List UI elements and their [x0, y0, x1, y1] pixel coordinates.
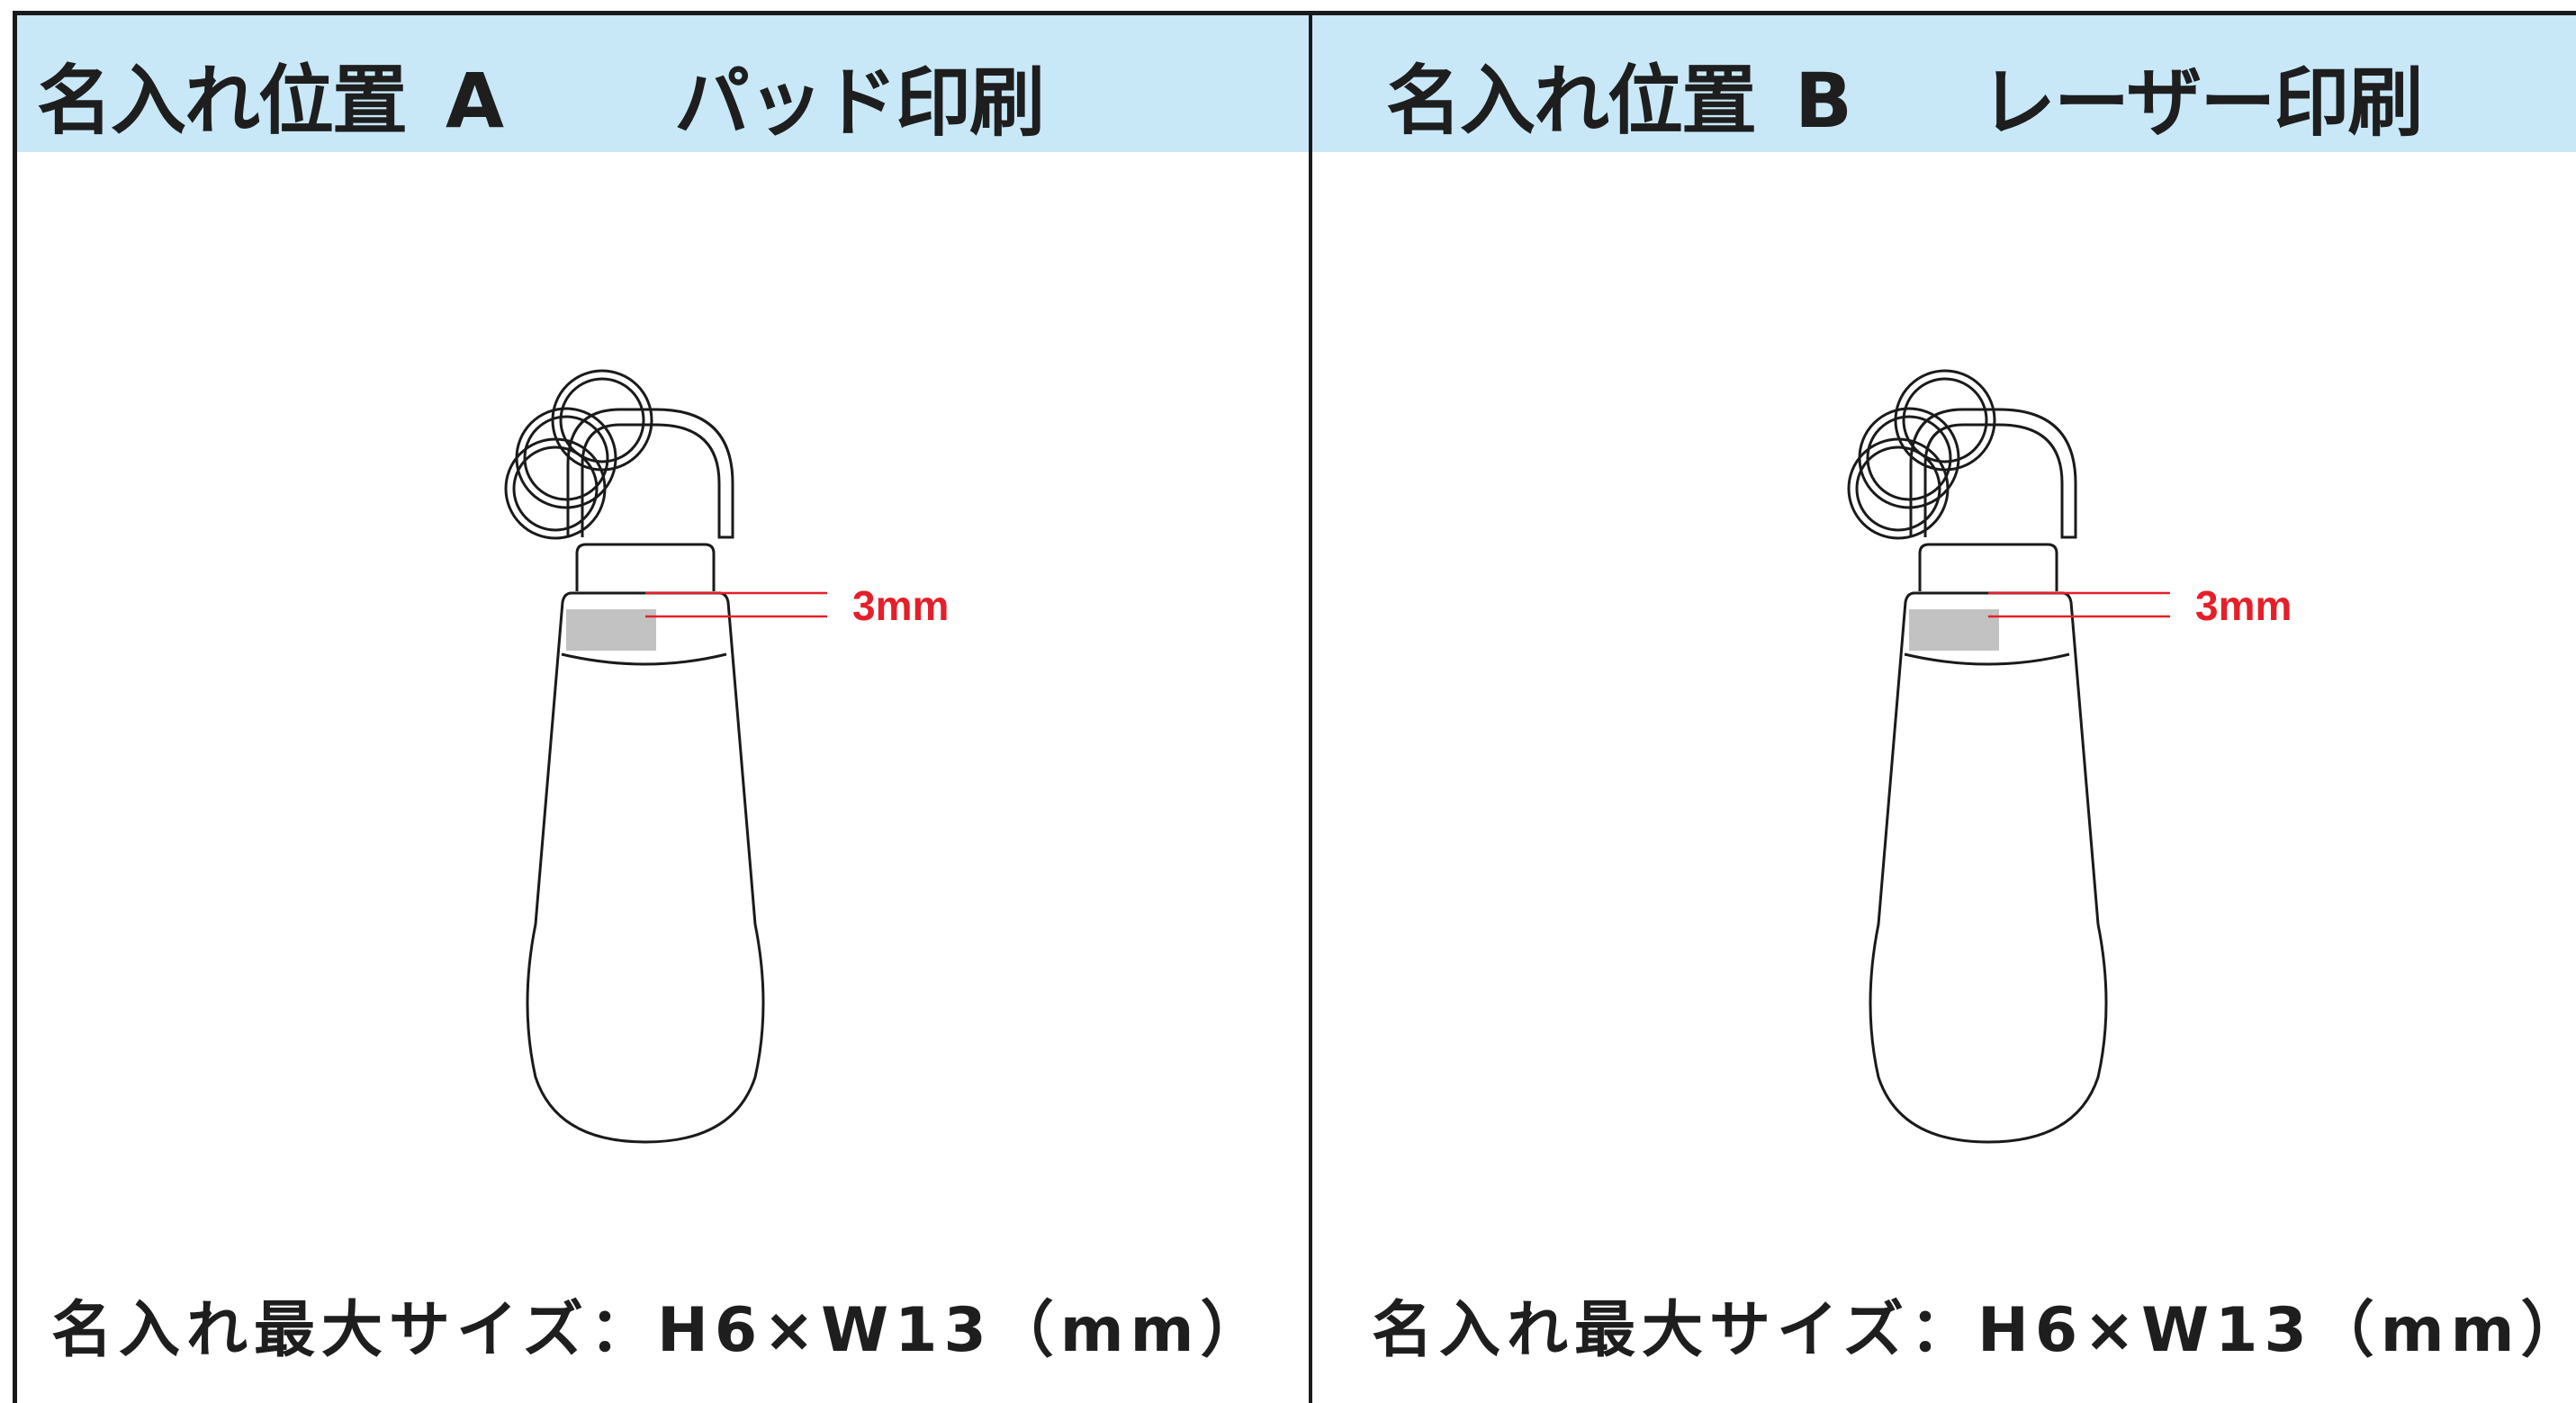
print-position-sheet: 名入れ位置 A パッド印刷 — [13, 11, 2576, 1403]
keyholder-drawing: 3mm — [504, 369, 949, 1144]
print-method: パッド印刷 — [674, 58, 1045, 147]
cap — [1918, 543, 2058, 591]
keyholder-drawing: 3mm — [1847, 369, 2292, 1144]
teardrop-body — [526, 591, 765, 1144]
max-size-text: 名入れ最大サイズ：H6×W13（mm） — [1372, 1295, 2576, 1366]
cap — [575, 543, 716, 591]
print-area — [1909, 609, 1999, 651]
position-letter: A — [446, 57, 504, 145]
max-size-text: 名入れ最大サイズ：H6×W13（mm） — [51, 1295, 1268, 1366]
position-label: 名入れ位置 — [37, 57, 408, 145]
position-label: 名入れ位置 — [1386, 57, 1757, 145]
key-ring — [504, 437, 607, 540]
shackle — [1909, 408, 2077, 539]
position-letter: B — [1795, 57, 1852, 145]
key-ring — [515, 407, 617, 509]
key-ring — [1847, 437, 1950, 540]
panel-header: 名入れ位置 B レーザー印刷 — [1312, 15, 2576, 152]
keyholder-illustration: 3mm — [485, 357, 949, 1167]
keyholder-illustration: 3mm — [1828, 357, 2292, 1167]
dimension-label: 3mm — [2195, 582, 2292, 629]
panel-position-a: 名入れ位置 A パッド印刷 — [17, 15, 1312, 1403]
print-area — [566, 609, 656, 651]
key-ring — [1858, 407, 1960, 509]
teardrop-body — [1869, 591, 2108, 1144]
dimension-label: 3mm — [852, 582, 949, 629]
panel-position-b: 名入れ位置 B レーザー印刷 — [1312, 15, 2576, 1403]
position-title: 名入れ位置 A — [37, 40, 504, 149]
shackle — [566, 408, 734, 539]
panel-header: 名入れ位置 A パッド印刷 — [17, 15, 1309, 152]
print-method: レーザー印刷 — [1980, 58, 2423, 147]
position-title: 名入れ位置 B — [1386, 40, 1852, 149]
